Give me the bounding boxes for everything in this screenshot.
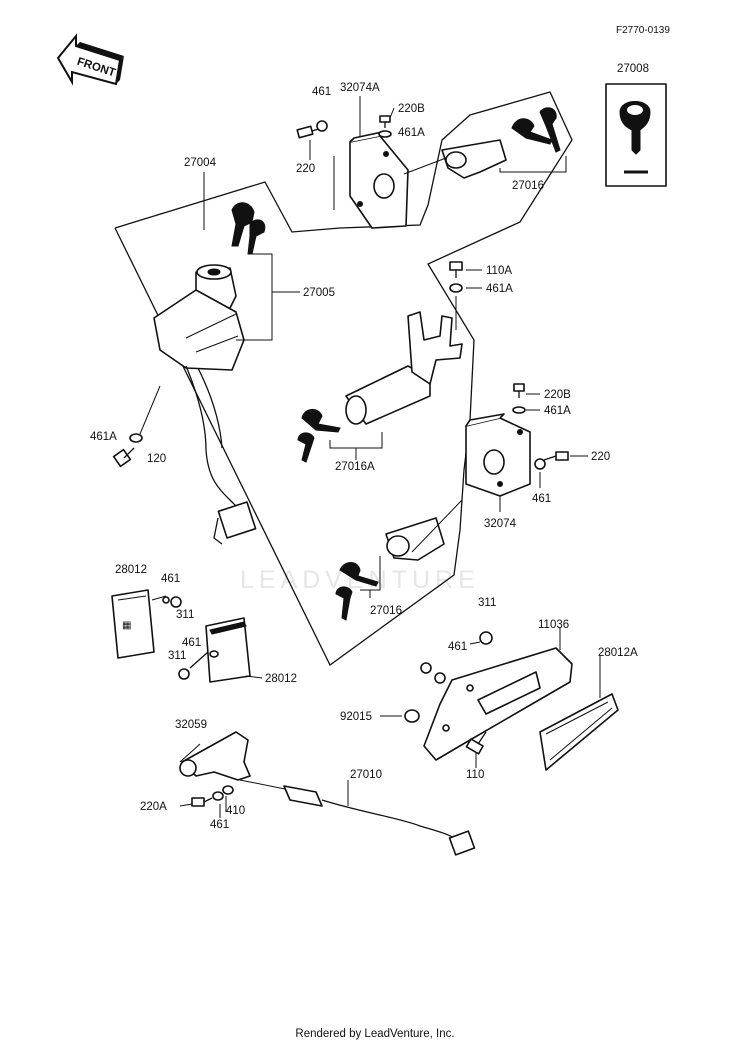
- label-110: 110: [466, 769, 484, 781]
- bolt-220B-mid: [512, 383, 526, 414]
- reflector-28012A: [539, 693, 619, 771]
- label-28012-a: 28012: [115, 564, 147, 576]
- label-32059: 32059: [175, 719, 207, 731]
- label-220-mid: 220: [591, 451, 610, 463]
- label-461-mid: 461: [532, 493, 551, 505]
- bracket-32059: [179, 731, 251, 781]
- label-311-b: 311: [168, 650, 186, 662]
- lock-27016-top: [441, 107, 561, 179]
- label-220B-mid: 220B: [544, 389, 571, 401]
- label-461A-left: 461A: [90, 431, 117, 443]
- ignition-switch-27005: [153, 202, 266, 545]
- label-461A-top: 461A: [398, 127, 425, 139]
- nut-311-c: [420, 631, 493, 684]
- label-220-top: 220: [296, 163, 315, 175]
- label-110A: 110A: [486, 265, 512, 277]
- reflector-28012-a: ▦: [111, 589, 155, 659]
- label-27016A: 27016A: [335, 461, 375, 473]
- front-arrow-icon: FRONT: [56, 33, 124, 86]
- key-27008: [605, 83, 667, 187]
- label-461A-mid2: 461A: [544, 405, 571, 417]
- nut-311-b: [178, 650, 219, 680]
- label-461-top: 461: [312, 86, 331, 98]
- bolt-110: [465, 731, 487, 755]
- bolt-220-mid: [534, 451, 569, 470]
- diagram-code: F2770-0139: [616, 25, 670, 36]
- label-461-c: 461: [448, 641, 467, 653]
- label-311-a: 311: [176, 609, 194, 621]
- nut-311-a: [162, 596, 182, 608]
- label-311-c: 311: [478, 597, 496, 609]
- bracket-32074A: [349, 131, 409, 229]
- group-outline-27004: [114, 91, 573, 666]
- bolt-220A: [191, 785, 234, 807]
- label-461A-mid: 461A: [486, 283, 513, 295]
- label-92015: 92015: [340, 711, 372, 723]
- label-461-a: 461: [161, 573, 180, 585]
- steering-lock-27016A: [297, 311, 463, 463]
- label-220B-top: 220B: [398, 103, 425, 115]
- license-bracket-11036: [423, 647, 573, 761]
- label-27016-mid: 27016: [370, 605, 402, 617]
- label-28012-b: 28012: [265, 673, 297, 685]
- bolt-220B-top: [378, 115, 392, 138]
- label-32074A: 32074A: [340, 82, 380, 94]
- bolt-120: [112, 433, 143, 468]
- lock-27016-mid: [335, 517, 445, 621]
- label-461-b: 461: [182, 637, 201, 649]
- label-27016-top: 27016: [512, 180, 544, 192]
- label-410: 410: [226, 805, 245, 817]
- label-120: 120: [147, 453, 166, 465]
- svg-text:▦: ▦: [122, 620, 131, 631]
- label-27005: 27005: [303, 287, 335, 299]
- label-27004: 27004: [184, 157, 217, 169]
- label-28012A: 28012A: [598, 647, 638, 659]
- reflector-28012-b: [205, 617, 251, 683]
- label-11036: 11036: [538, 619, 569, 631]
- bolt-220-top: [296, 120, 328, 139]
- label-220A: 220A: [140, 801, 167, 813]
- label-32074: 32074: [484, 518, 517, 530]
- bracket-32074: [465, 413, 531, 497]
- bushing-92015: [404, 709, 420, 723]
- bolt-110A: [449, 261, 463, 293]
- label-461-d: 461: [210, 819, 229, 831]
- label-27010: 27010: [350, 769, 382, 781]
- cable-27010: [239, 779, 476, 856]
- label-27008: 27008: [617, 63, 649, 75]
- footer-credit: Rendered by LeadVenture, Inc.: [295, 1028, 455, 1040]
